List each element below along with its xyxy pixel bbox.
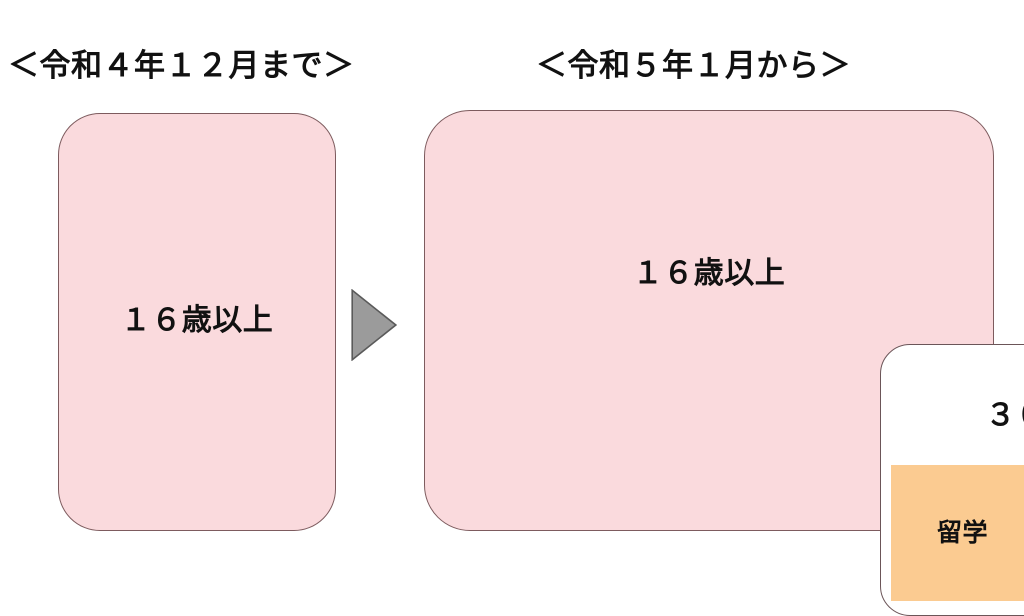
- before-requirement-label: １６歳以上: [120, 304, 274, 337]
- exemption-label: 留学: [936, 518, 988, 547]
- before-period-heading: ＜令和４年１２月まで＞: [8, 48, 355, 83]
- right-triangle-arrow-icon: [351, 289, 397, 361]
- age-range-label: ３０歳以上７０歳未満: [985, 399, 1024, 432]
- before-requirement-panel: １６歳以上: [58, 113, 336, 531]
- age-range-panel: ３０歳以上７０歳未満 留学 障害者 38万円 以上の 支払い: [880, 344, 1024, 616]
- after-period-heading: ＜令和５年１月から＞: [536, 48, 851, 83]
- exemption-box-study-abroad: 留学: [891, 465, 1024, 601]
- comparison-diagram: ＜令和４年１２月まで＞ １６歳以上 ＜令和５年１月から＞ １６歳以上 ３０歳以上…: [8, 48, 1024, 616]
- exemption-box-row: 留学 障害者 38万円 以上の 支払い: [891, 465, 1024, 601]
- after-requirement-panel: １６歳以上 ３０歳以上７０歳未満 留学 障害者 38万円 以上の 支払い: [424, 110, 1024, 616]
- after-requirement-label: １６歳以上: [632, 257, 786, 290]
